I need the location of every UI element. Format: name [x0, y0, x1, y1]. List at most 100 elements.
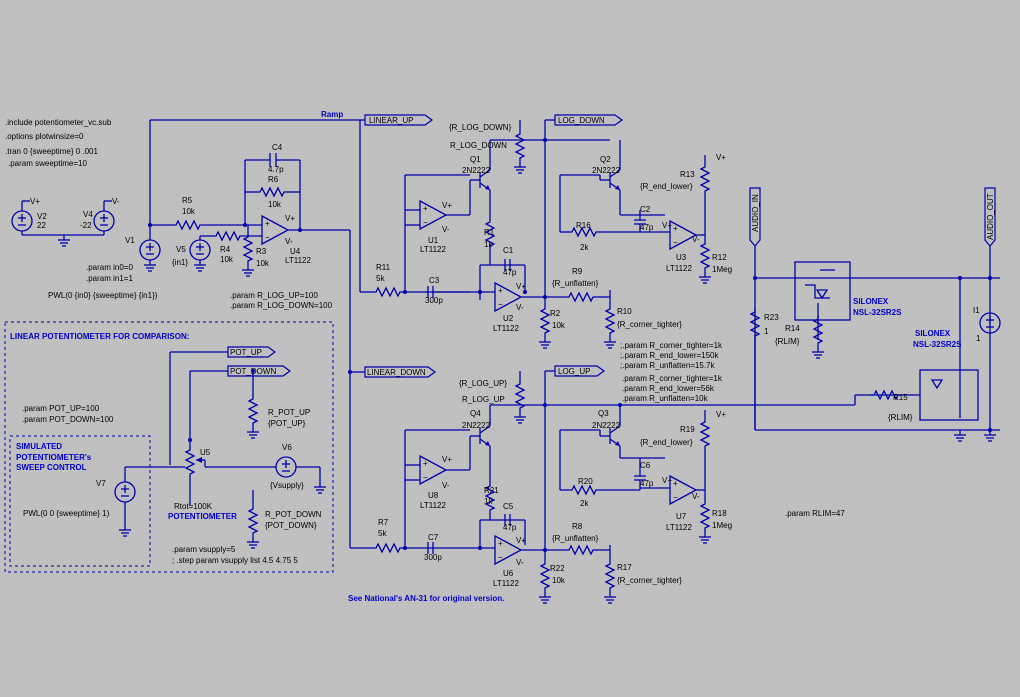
directive-sweeptime: .param sweeptime=10 [8, 159, 87, 168]
u2-name: U2 [503, 314, 514, 323]
r14-value: {RLIM} [775, 337, 800, 346]
i1-value: 1 [976, 334, 981, 343]
lower-log-block[interactable]: {R_LOG_UP} R_LOG_UP R7 5k C7 300p Q4 2N2… [348, 370, 855, 604]
r-log-down-value: R_LOG_DOWN [450, 141, 507, 150]
param-in: .param in0=0.param in1=1 [86, 263, 133, 283]
r13-value: {R_end_lower} [640, 182, 693, 191]
r19-name: R19 [680, 425, 695, 434]
r11-name: R11 [376, 263, 391, 272]
net-vminus: V- [112, 197, 120, 206]
u4-name: U4 [290, 247, 301, 256]
r23-value: 1 [764, 327, 769, 336]
q1-name: Q1 [470, 155, 481, 164]
directive-options: .options plotwinsize=0 [5, 132, 84, 141]
u4-value: LT1122 [285, 256, 311, 265]
r9-value: {R_unflatten} [552, 279, 599, 288]
u6-name: U6 [503, 569, 514, 578]
param-rlog: .param R_LOG_UP=100.param R_LOG_DOWN=100 [230, 291, 333, 310]
spice-directives: .include potentiometer_vc.sub .options p… [5, 118, 112, 168]
v2-value: 22 [37, 221, 46, 230]
u5-name: U5 [200, 448, 211, 457]
u1-vplus: V+ [442, 201, 452, 210]
flag-linear-up: LINEAR_UP [369, 116, 413, 125]
param-tighter: ;.param R_corner_tighter=1k;.param R_end… [620, 341, 723, 403]
u3-vminus: V- [692, 235, 700, 244]
u8-vplus: V+ [442, 455, 452, 464]
v7-name: V7 [96, 479, 106, 488]
q4-value: 2N2222 [462, 421, 491, 430]
v4-name: V4 [83, 210, 93, 219]
r13-name: R13 [680, 170, 695, 179]
u6-value: LT1122 [493, 579, 519, 588]
r2-name: R2 [550, 309, 561, 318]
r17-name: R17 [617, 563, 632, 572]
note-see: See National's AN-31 for original versio… [348, 594, 504, 603]
linear-pot-box[interactable]: LINEAR POTENTIOMETER FOR COMPARISON: .pa… [4, 321, 334, 573]
r16-value: 2k [580, 243, 589, 252]
c2-name: C2 [640, 205, 651, 214]
q2-name: Q2 [600, 155, 611, 164]
net-flags[interactable]: LINEAR_UP LINEAR_DOWN LOG_DOWN LOG_UP PO… [227, 114, 996, 378]
r12-name: R12 [712, 253, 727, 262]
v6-value: {Vsupply} [270, 481, 304, 490]
r21-value: 1k [484, 497, 493, 506]
r19-vplus: V+ [716, 410, 726, 419]
r18-name: R18 [712, 509, 727, 518]
r-pot-down-value: {POT_DOWN} [265, 521, 317, 530]
u2-value: LT1122 [493, 324, 519, 333]
r-pot-up-name: R_POT_UP [268, 408, 310, 417]
pwl-v1: PWL(0 {in0} {sweeptime} {in1}) [48, 291, 158, 300]
r-log-up-name: {R_LOG_UP} [459, 379, 507, 388]
flag-linear-down: LINEAR_DOWN [367, 368, 426, 377]
ramp-section[interactable]: Ramp V1 V5 {in1} R5 10k R4 10k R3 10k R6… [125, 110, 365, 548]
r1-value: 1k [484, 240, 493, 249]
r14-name: R14 [785, 324, 800, 333]
u6-vminus: V- [516, 558, 524, 567]
u7-vplus: V+ [662, 476, 672, 485]
u3-vplus: V+ [662, 221, 672, 230]
u1-vminus: V- [442, 225, 450, 234]
directive-include: .include potentiometer_vc.sub [5, 118, 112, 127]
v2-name: V2 [37, 212, 47, 221]
r6-value: 10k [268, 200, 282, 209]
supply-sources[interactable]: V+ V- V2 22 V4 -22 [11, 197, 120, 247]
r16-name: R16 [576, 221, 591, 230]
upper-log-block[interactable]: {R_LOG_DOWN} R_LOG_DOWN R11 5k C3 300p Q… [359, 119, 732, 349]
u2-vminus: V- [516, 303, 524, 312]
r7-value: 5k [378, 529, 387, 538]
directive-tran: .tran 0 {sweeptime} 0 .001 [5, 147, 99, 156]
u1-name: U1 [428, 236, 439, 245]
c5-value: 47p [503, 523, 517, 532]
r-log-down-name: {R_LOG_DOWN} [449, 123, 512, 132]
pwl-v7: PWL(0 0 {sweeptime} 1) [23, 509, 110, 518]
r18-value: 1Meg [712, 521, 732, 530]
net-ramp: Ramp [321, 110, 343, 119]
i1-name: I1 [973, 306, 980, 315]
c6-name: C6 [640, 461, 651, 470]
c1-name: C1 [503, 246, 514, 255]
r8-value: {R_unflatten} [552, 534, 599, 543]
u3-value: LT1122 [666, 264, 692, 273]
c3-value: 300p [425, 296, 443, 305]
r12-value: 1Meg [712, 265, 732, 274]
r20-value: 2k [580, 499, 589, 508]
r-log-up-value: R_LOG_UP [462, 395, 505, 404]
net-vplus: V+ [30, 197, 40, 206]
q4-name: Q4 [470, 409, 481, 418]
flag-log-down: LOG_DOWN [558, 116, 605, 125]
u4-vminus: V- [285, 237, 293, 246]
q1-value: 2N2222 [462, 166, 491, 175]
r22-value: 10k [552, 576, 566, 585]
audio-section[interactable]: R23 1 R14 {RLIM} R15 {RLIM} I1 1 SILONEX… [750, 246, 1001, 442]
u7-vminus: V- [692, 492, 700, 501]
r13-vplus: V+ [716, 153, 726, 162]
u8-name: U8 [428, 491, 439, 500]
r3-name: R3 [256, 247, 267, 256]
r4-name: R4 [220, 245, 231, 254]
flag-audio-in: AUDIO_IN [751, 194, 760, 232]
r8-name: R8 [572, 522, 583, 531]
r20-name: R20 [578, 477, 593, 486]
q3-name: Q3 [598, 409, 609, 418]
r21-name: R21 [484, 486, 499, 495]
